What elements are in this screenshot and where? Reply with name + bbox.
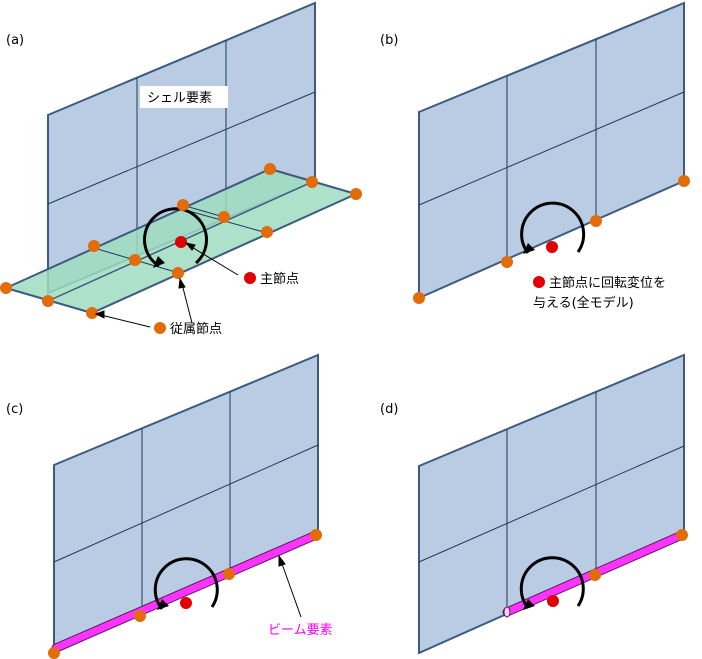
master-node-b	[546, 241, 558, 253]
legend-master-dot-b	[533, 276, 545, 288]
panel-a: (a)	[0, 1, 362, 337]
rotation-arrow-a	[143, 207, 208, 268]
shell-mesh-c	[53, 392, 319, 614]
slave-nodes-a	[0, 163, 362, 319]
beam-leader-c	[278, 554, 302, 618]
panel-c: (c) ビーム要素	[6, 353, 333, 659]
master-node-c	[180, 597, 192, 609]
rotation-arrow-c	[153, 557, 219, 610]
panel-b-label: (b)	[380, 33, 398, 48]
panel-d-label: (d)	[380, 402, 398, 417]
slave-nodes-d	[589, 529, 688, 581]
master-node-d	[547, 595, 559, 607]
slave-node-label: 従属節点	[170, 322, 222, 337]
panel-b: (b) 主節点に回転変位を 与える(全モデル)	[380, 1, 690, 311]
rotation-arrow-b	[520, 201, 586, 254]
shell-label: シェル要素	[147, 91, 212, 106]
beam-label: ビーム要素	[268, 623, 333, 638]
shell-plate-b	[418, 1, 685, 300]
rotation-label-line1: 主節点に回転変位を	[549, 275, 666, 291]
shell-mesh-d	[418, 392, 685, 614]
panel-c-label: (c)	[6, 402, 23, 417]
legend-master-dot	[244, 272, 256, 284]
panel-a-label: (a)	[6, 33, 24, 48]
rotation-arrow-d	[519, 556, 585, 610]
legend-slave-dot	[154, 322, 166, 334]
slave-nodes-b	[413, 175, 690, 304]
leader-lines-a	[94, 242, 239, 328]
shell-mesh-b	[418, 39, 685, 258]
master-node-label: 主節点	[260, 272, 299, 287]
slave-nodes-c	[48, 529, 322, 659]
panel-d: (d)	[380, 353, 688, 655]
shell-label-box	[140, 86, 228, 108]
beam-element-c-fill	[52, 531, 320, 652]
beam-end-d	[503, 606, 511, 618]
master-node-a	[175, 236, 187, 248]
rotation-label-line2: 与える(全モデル)	[533, 295, 634, 311]
